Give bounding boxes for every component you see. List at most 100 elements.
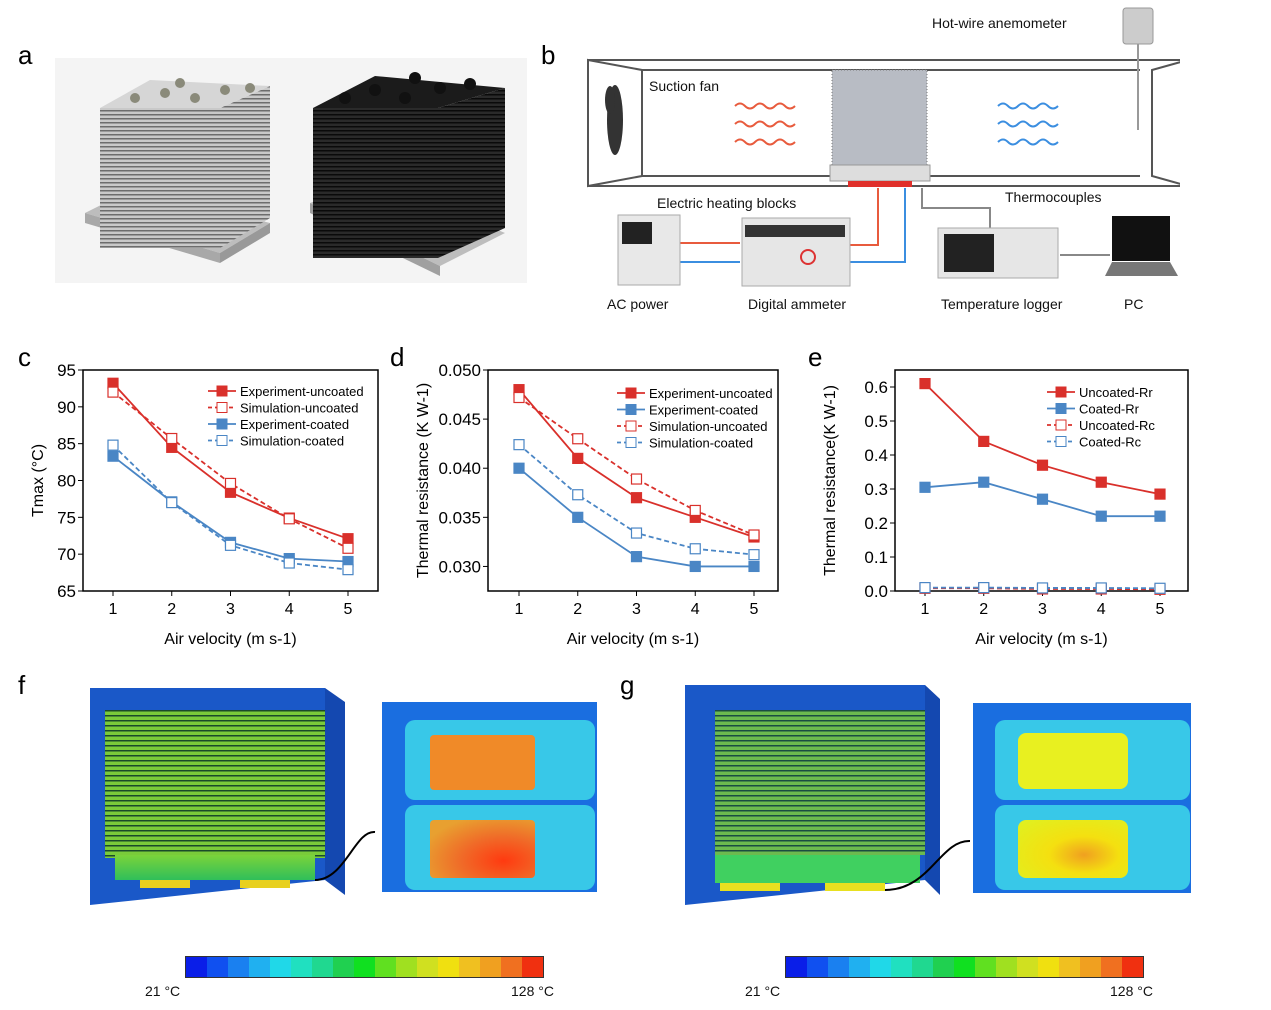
y-tick-label: 75 (57, 508, 76, 527)
legend-label: Simulation-coated (240, 434, 344, 449)
data-point (283, 513, 295, 525)
colorbar-segment (870, 957, 891, 977)
simulation-coated (685, 685, 1191, 905)
panel-label-e: e (808, 342, 823, 372)
data-point (919, 582, 931, 594)
data-point (978, 582, 990, 594)
data-point (1036, 582, 1049, 594)
data-point (630, 492, 643, 504)
x-tick-label: 4 (1097, 601, 1106, 618)
ac-power-label: AC power (607, 296, 669, 312)
x-axis-label: Air velocity (m s-1) (975, 631, 1107, 648)
legend-marker (1055, 436, 1067, 447)
colorbar-f-min: 21 °C (145, 983, 181, 999)
data-point (1095, 582, 1107, 594)
pc-icon (1105, 216, 1178, 276)
data-point (919, 481, 931, 493)
plot-frame (894, 369, 1189, 592)
y-tick-label: 0.2 (864, 514, 888, 533)
series-simulation-coated: Simulation-coated (107, 434, 354, 576)
data-point (1036, 493, 1049, 505)
heat-sink-photos (55, 58, 527, 283)
colorbar-segment (1080, 957, 1101, 977)
x-tick-label: 1 (109, 601, 118, 618)
legend-label: Uncoated-Rc (1079, 418, 1155, 433)
data-point (748, 549, 760, 561)
colorbar-segment (270, 957, 291, 977)
series-coated-rc: Coated-Rc (919, 435, 1166, 594)
colorbar-segment (228, 957, 249, 977)
legend-marker (1055, 403, 1067, 414)
colorbar-segment (933, 957, 954, 977)
y-tick-label: 0.5 (864, 412, 888, 431)
data-point (166, 432, 178, 445)
data-point (1154, 488, 1166, 500)
suction-fan-label: Suction fan (649, 78, 720, 94)
colorbar-segment (996, 957, 1017, 977)
legend-label: Coated-Rr (1079, 402, 1140, 417)
colorbar-segment (501, 957, 522, 977)
panel-label-c: c (18, 342, 31, 372)
x-tick-label: 2 (167, 601, 176, 618)
wiring (680, 188, 1110, 263)
colorbar-segment (375, 957, 396, 977)
legend-marker (1055, 386, 1067, 398)
colorbar-segment (786, 957, 807, 977)
x-axis-label: Air velocity (m s-1) (164, 631, 296, 648)
series-experiment-coated: Experiment-coated (513, 403, 760, 573)
wind-tunnel (587, 58, 1180, 188)
panel-label-g: g (620, 670, 635, 700)
experimental-setup-diagram (587, 7, 1180, 287)
simulation-uncoated (90, 688, 597, 905)
y-tick-label: 0.040 (438, 459, 481, 478)
data-point (572, 452, 584, 465)
colorbar-segment (828, 957, 849, 977)
legend-label: Experiment-uncoated (240, 384, 364, 399)
legend-label: Simulation-coated (649, 436, 753, 451)
colorbar-segment (354, 957, 375, 977)
legend-marker (625, 387, 637, 399)
x-tick-label: 3 (632, 601, 641, 618)
x-axis-label: Air velocity (m s-1) (567, 631, 699, 648)
y-tick-label: 0.1 (864, 548, 888, 567)
cross-section-uncoated (382, 702, 597, 892)
panel-label-a: a (18, 40, 33, 70)
data-point (572, 489, 584, 501)
data-point (224, 477, 237, 490)
y-tick-label: 0.6 (864, 378, 888, 397)
data-point (689, 504, 701, 517)
colorbar-segment (438, 957, 459, 977)
series-simulation-coated: Simulation-coated (513, 436, 760, 561)
heating-blocks-label: Electric heating blocks (657, 195, 797, 211)
data-point (166, 497, 178, 509)
y-tick-label: 0.4 (864, 446, 888, 465)
coated-heat-sink (310, 72, 505, 276)
legend-marker (216, 385, 228, 397)
legend-label: Coated-Rc (1079, 435, 1142, 450)
data-point (919, 377, 931, 390)
hot-air-arrows (734, 102, 796, 146)
arrow-icon (314, 830, 376, 881)
heat-sink-in-tunnel (829, 69, 931, 187)
data-point (748, 560, 760, 573)
y-tick-label: 0.0 (864, 582, 888, 601)
series-line (112, 444, 349, 571)
colorbar-f-max: 128 °C (511, 983, 554, 999)
x-tick-label: 5 (1156, 601, 1165, 618)
anemometer-icon (1122, 7, 1154, 130)
suction-fan-icon (605, 85, 623, 155)
data-point (978, 476, 990, 488)
x-tick-label: 4 (691, 601, 700, 618)
colorbar-segment (1059, 957, 1080, 977)
colorbar-segment (249, 957, 270, 977)
colorbar-segment (333, 957, 354, 977)
series-simulation-uncoated: Simulation-uncoated (107, 386, 359, 554)
colorbar-segment (480, 957, 501, 977)
colorbar-segment (459, 957, 480, 977)
y-tick-label: 90 (57, 398, 76, 417)
y-axis-label: Tmax (°C) (30, 444, 47, 517)
data-point (689, 543, 701, 555)
